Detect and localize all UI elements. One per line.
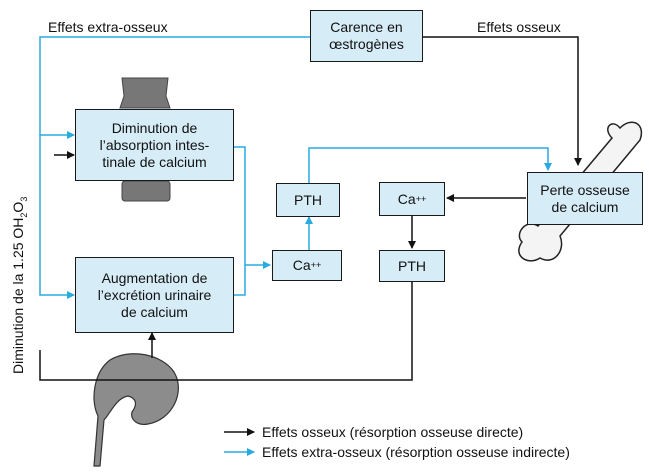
box-ca-mid: Ca++ — [272, 250, 342, 281]
box-pth-left: PTH — [276, 183, 340, 217]
vitd-prefix: Diminution de la 1.25 OH — [10, 217, 26, 374]
line-pth-to-perte — [308, 147, 552, 183]
kidney-illustration — [93, 353, 179, 467]
ca-mid-label: Ca — [292, 257, 311, 273]
vitd-sub2: 3 — [18, 196, 29, 202]
vertebra-illustration — [119, 77, 171, 202]
line-carence-to-perte — [423, 36, 582, 166]
line-absorption-to-ca — [234, 146, 271, 269]
line-left-to-excretion — [39, 135, 75, 299]
vitd-sub1: 2 — [18, 212, 29, 218]
ca-right-label: Ca — [397, 190, 416, 207]
label-effets-osseux: Effets osseux — [477, 19, 561, 35]
box-perte: Perte osseuse de calcium — [527, 172, 643, 225]
osseous-connectors — [39, 36, 582, 381]
line-pth-to-left-loop — [39, 282, 413, 381]
vitd-mid: O — [10, 201, 26, 213]
legend-text-osseux: Effets osseux (résorption osseuse direct… — [262, 424, 524, 440]
ca-right-charge: ++ — [415, 193, 427, 204]
ca-mid-charge: ++ — [310, 260, 322, 270]
line-excretion-to-ca — [234, 265, 246, 296]
box-excretion: Augmentation de l’excrétion urinaire de … — [75, 257, 234, 333]
extra-osseous-connectors — [39, 36, 552, 299]
line-carence-to-left — [39, 36, 310, 139]
box-absorption: Diminution de l’absorption intes- tinale… — [75, 109, 234, 181]
box-ca-right: Ca++ — [379, 182, 445, 216]
box-pth-right: PTH — [379, 250, 445, 282]
legend-text-extra: Effets extra-osseux (résorption osseuse … — [262, 444, 570, 460]
box-carence: Carence en œstrogènes — [310, 10, 423, 62]
label-effets-extra-osseux: Effets extra-osseux — [48, 19, 168, 35]
label-vitamin-d-decrease: Diminution de la 1.25 OH2O3 — [10, 197, 29, 374]
